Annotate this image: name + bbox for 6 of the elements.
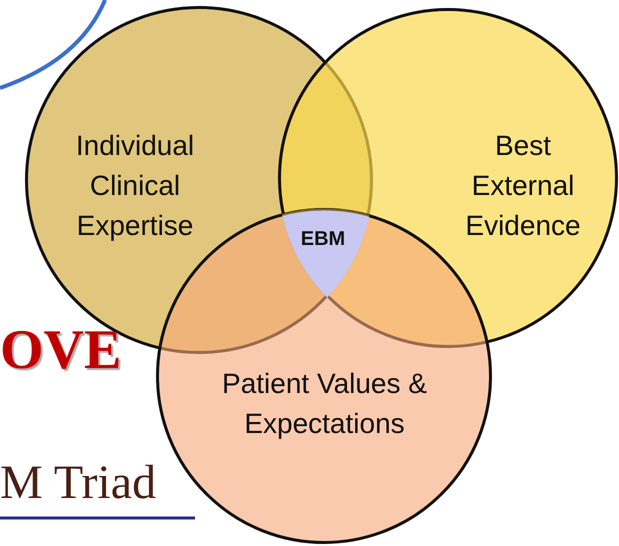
circle-label: Patient Values & Expectations <box>222 367 427 441</box>
circle-label: Best External Evidence <box>464 129 582 243</box>
title-fragment: M Triad <box>0 455 156 510</box>
heading-fragment: OVE <box>0 318 122 382</box>
venn-circle <box>278 8 618 348</box>
circle-label: Individual Clinical Expertise <box>74 129 196 243</box>
